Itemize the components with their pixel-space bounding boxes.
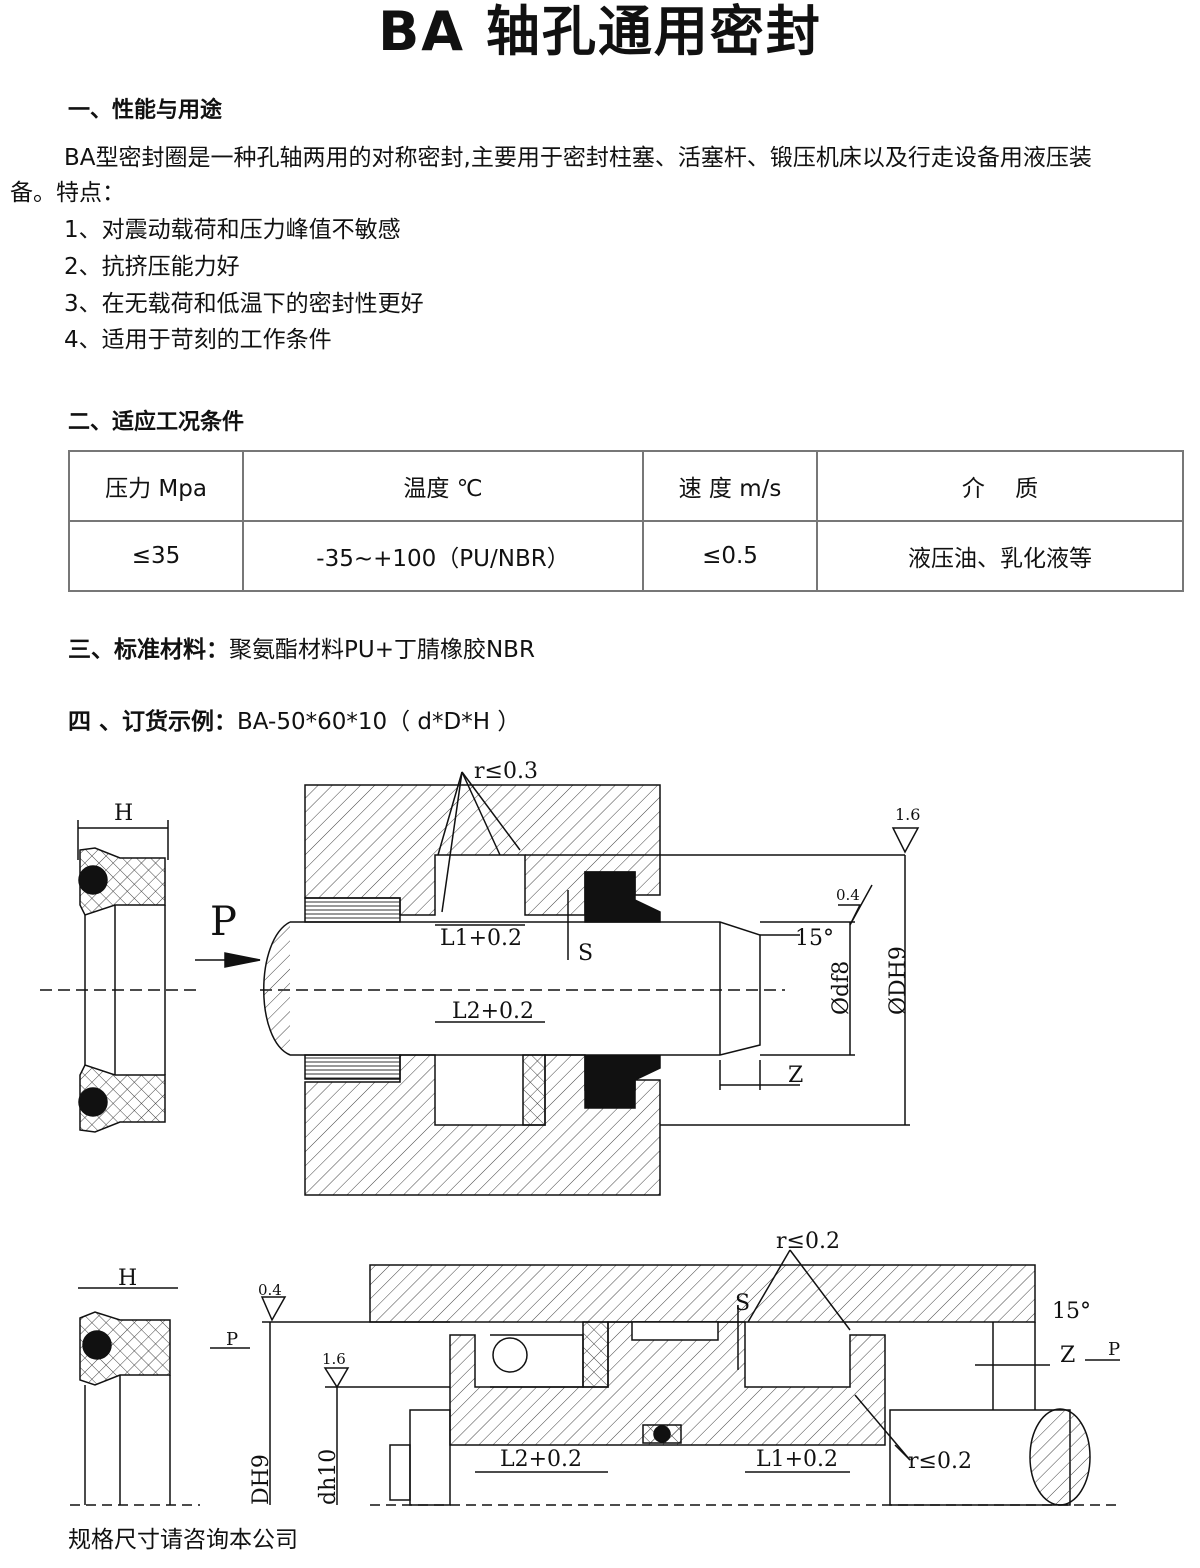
roughness-label: 0.4 — [836, 886, 860, 904]
dim-s-label: S — [578, 941, 593, 966]
dim-l1-label: L1+0.2 — [756, 1447, 838, 1472]
dim-z-label: Z — [1060, 1343, 1075, 1368]
seal-cross-section — [77, 820, 169, 1133]
feature-item: 4、适用于苛刻的工作条件 — [64, 327, 332, 353]
pressure-label: P — [210, 899, 237, 945]
dim-h-label: H — [114, 801, 133, 826]
feature-item: 3、在无载荷和低温下的密封性更好 — [64, 291, 424, 317]
dim-s-label: S — [735, 1291, 750, 1316]
page-title: BA 轴孔通用密封 — [378, 0, 822, 63]
dim-df8-label: Ødf8 — [829, 961, 854, 1015]
angle-label: 15° — [795, 926, 834, 951]
section-4: 四 、订货示例：BA-50*60*10（ d*D*H ） — [68, 706, 520, 738]
cell: ≤35 — [68, 520, 244, 592]
table-row: ≤35 -35~+100（PU/NBR） ≤0.5 液压油、乳化液等 — [68, 520, 1184, 592]
section-4-value: BA-50*60*10（ d*D*H ） — [237, 709, 521, 735]
cell: -35~+100（PU/NBR） — [242, 520, 644, 592]
section-1-paragraph: BA型密封圈是一种孔轴两用的对称密封,主要用于密封柱塞、活塞杆、锻压机床以及行走… — [64, 145, 1092, 171]
dim-l1-label: L1+0.2 — [440, 926, 522, 951]
o-ring — [78, 865, 108, 895]
feature-item: 1、对震动载荷和压力峰值不敏感 — [64, 217, 401, 243]
o-ring — [78, 1087, 108, 1117]
header-cell: 温度 ℃ — [242, 450, 644, 522]
dim-z-label: Z — [788, 1063, 803, 1088]
section-3: 三、标准材料：聚氨酯材料PU+丁腈橡胶NBR — [68, 634, 535, 666]
figure-1 — [40, 771, 920, 1196]
radius-label: r≤0.2 — [776, 1229, 840, 1254]
roughness-label: 1.6 — [895, 805, 920, 824]
dim-dh9-label: ØDH9 — [886, 946, 911, 1015]
pressure-label: P — [226, 1329, 238, 1350]
section-3-label: 三、标准材料： — [68, 637, 229, 663]
feature-item: 2、抗挤压能力好 — [64, 254, 240, 280]
dim-l2-label: L2+0.2 — [452, 999, 534, 1024]
section-1-heading: 一、性能与用途 — [68, 98, 223, 123]
cell: 液压油、乳化液等 — [816, 520, 1184, 592]
section-2-heading: 二、适应工况条件 — [68, 410, 245, 435]
section-4-label: 四 、订货示例： — [68, 709, 238, 735]
section-3-value: 聚氨酯材料PU+丁腈橡胶NBR — [229, 637, 535, 663]
footer-note: 规格尺寸请咨询本公司 — [68, 1527, 298, 1553]
figure-2 — [70, 1249, 1120, 1506]
dim-h-label: H — [118, 1266, 137, 1291]
header-cell: 压力 Mpa — [68, 450, 244, 522]
radius-label: r≤0.2 — [908, 1449, 972, 1474]
roughness-label: 0.4 — [258, 1281, 282, 1299]
dim-dh9-label: DH9 — [249, 1454, 274, 1505]
o-ring — [82, 1330, 112, 1360]
cell: ≤0.5 — [642, 520, 818, 592]
section-1-paragraph-cont: 备。特点： — [10, 180, 125, 206]
pressure-label: P — [1108, 1339, 1120, 1360]
angle-label: 15° — [1052, 1299, 1091, 1324]
header-cell: 介 质 — [816, 450, 1184, 522]
header-cell: 速 度 m/s — [642, 450, 818, 522]
radius-label: r≤0.3 — [474, 759, 538, 784]
roughness-label: 1.6 — [322, 1350, 346, 1368]
conditions-table: 压力 Mpa 温度 ℃ 速 度 m/s 介 质 ≤35 -35~+100（PU/… — [68, 450, 1184, 592]
dim-l2-label: L2+0.2 — [500, 1447, 582, 1472]
table-header-row: 压力 Mpa 温度 ℃ 速 度 m/s 介 质 — [68, 450, 1184, 522]
dim-dh10-label: dh10 — [316, 1449, 341, 1505]
